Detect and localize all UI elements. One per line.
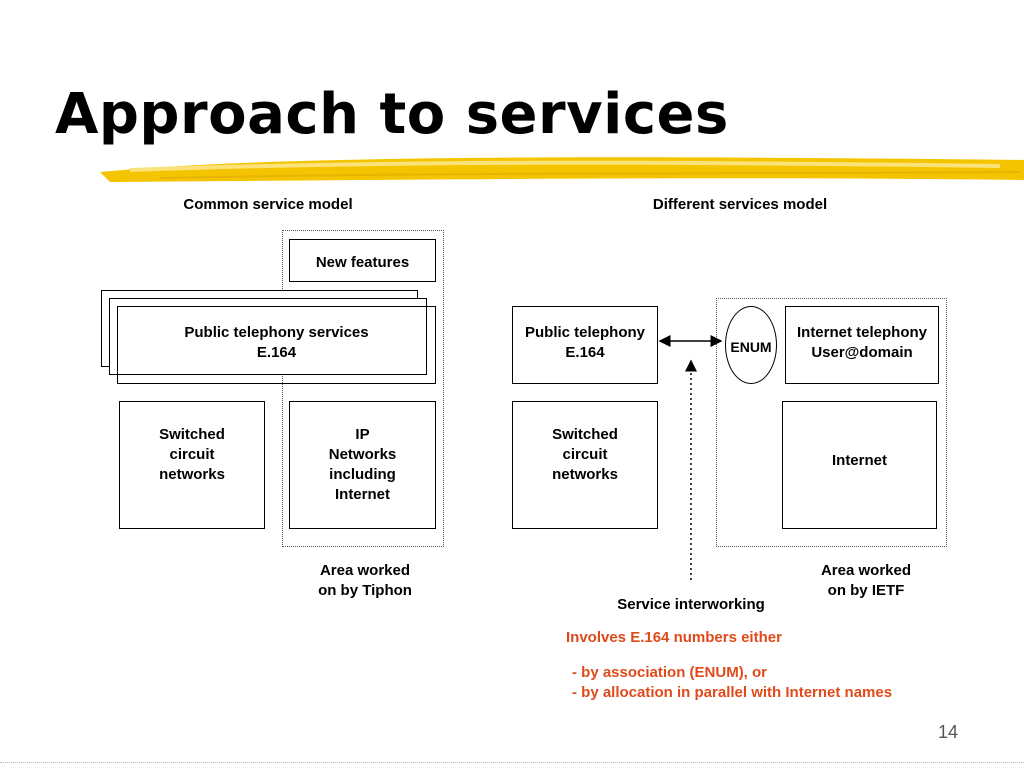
ietf-area-caption: Area worked on by IETF <box>820 562 912 599</box>
new-features-label: New features <box>315 254 410 271</box>
public-telephony-services-label: Public telephony services <box>184 324 369 341</box>
public-telephony-box-right: Public telephony E.164 <box>512 306 658 384</box>
notes-line-1: Involves E.164 numbers either <box>566 629 782 646</box>
new-features-box: New features <box>289 239 436 282</box>
service-interworking-label: Service interworking <box>617 596 765 613</box>
common-service-model-heading: Common service model <box>183 196 353 213</box>
switched-circuit-networks-box-right: Switched circuit networks <box>512 401 658 529</box>
public-telephony-services-box: Public telephony services E.164 <box>117 306 436 384</box>
stacked-box-middle <box>109 298 427 375</box>
tiphon-area <box>282 230 444 547</box>
internet-box: Internet <box>782 401 937 529</box>
slide-title: Approach to services <box>55 82 729 147</box>
footer-divider <box>0 762 1024 763</box>
internet-telephony-box: Internet telephony User@domain <box>785 306 939 384</box>
enum-ellipse: ENUM <box>725 306 777 384</box>
tiphon-area-caption: Area worked on by Tiphon <box>318 562 412 599</box>
highlight-underline <box>100 157 1024 182</box>
ip-networks-box: IP Networks including Internet <box>289 401 436 529</box>
notes-line-3: - by allocation in parallel with Interne… <box>572 684 893 701</box>
e164-label: E.164 <box>256 344 297 361</box>
page-number: 14 <box>937 722 958 742</box>
different-services-model-heading: Different services model <box>652 196 828 213</box>
ietf-area <box>716 298 947 547</box>
enum-label: ENUM <box>730 339 772 355</box>
notes-line-2: - by association (ENUM), or <box>572 664 768 681</box>
switched-circuit-networks-box-left: Switched circuit networks <box>119 401 265 529</box>
